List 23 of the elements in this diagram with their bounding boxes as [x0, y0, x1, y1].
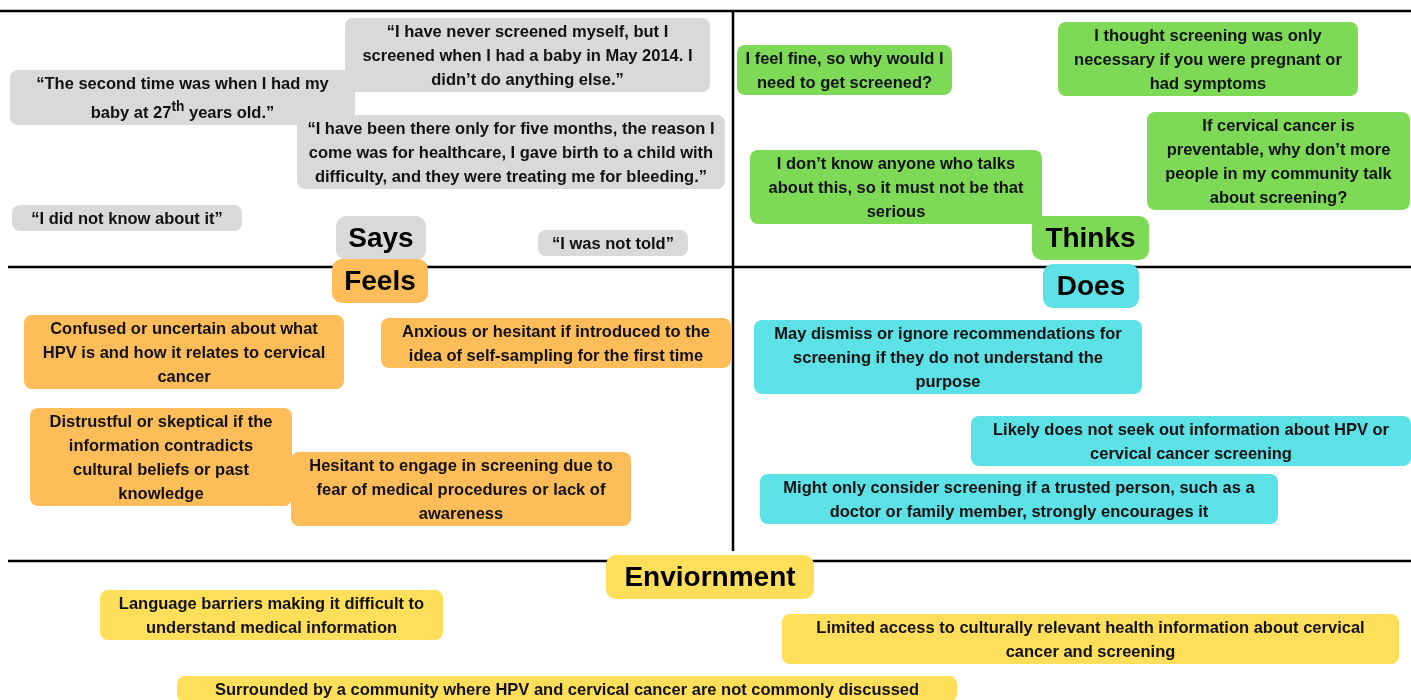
sticky-note: If cervical cancer is preventable, why don’t more people in my community talk about screening?	[1147, 112, 1410, 210]
sticky-note: I don’t know anyone who talks about this, so it must not be that serious	[750, 150, 1042, 224]
sticky-note: Might only consider screening if a trusted person, such as a doctor or family member, strongly encourages it	[760, 474, 1278, 524]
sticky-note: Limited access to culturally relevant health information about cervical cancer and screening	[782, 614, 1399, 664]
section-heading: Enviornment	[606, 555, 814, 599]
sticky-note: Hesitant to engage in screening due to fear of medical procedures or lack of awareness	[291, 452, 631, 526]
sticky-note: Confused or uncertain about what HPV is and how it relates to cervical cancer	[24, 315, 344, 389]
sticky-note: Anxious or hesitant if introduced to the idea of self-sampling for the first time	[381, 318, 731, 368]
sticky-note: I thought screening was only necessary if you were pregnant or had symptoms	[1058, 22, 1358, 96]
sticky-note: “I have never screened myself, but I screened when I had a baby in May 2014. I didn’t do anything else.”	[345, 18, 710, 92]
sticky-note: I feel fine, so why would I need to get screened?	[737, 45, 952, 95]
section-heading: Feels	[332, 259, 428, 303]
sticky-note: Language barriers making it difficult to understand medical information	[100, 590, 443, 640]
sticky-note: May dismiss or ignore recommendations for screening if they do not understand the purpose	[754, 320, 1142, 394]
section-heading: Does	[1043, 264, 1139, 308]
section-heading: Says	[336, 216, 426, 260]
sticky-note: Distrustful or skeptical if the information contradicts cultural beliefs or past knowledge	[30, 408, 292, 506]
sticky-note: Surrounded by a community where HPV and cervical cancer are not commonly discussed	[177, 676, 957, 700]
section-heading: Thinks	[1032, 216, 1149, 260]
sticky-note: “I was not told”	[538, 230, 688, 256]
sticky-note: “I did not know about it”	[12, 205, 242, 231]
sticky-note: “I have been there only for five months, the reason I come was for healthcare, I gave birth to a child with difficulty, and they were treating me for bleeding.”	[297, 115, 725, 189]
sticky-note: Likely does not seek out information about HPV or cervical cancer screening	[971, 416, 1411, 466]
